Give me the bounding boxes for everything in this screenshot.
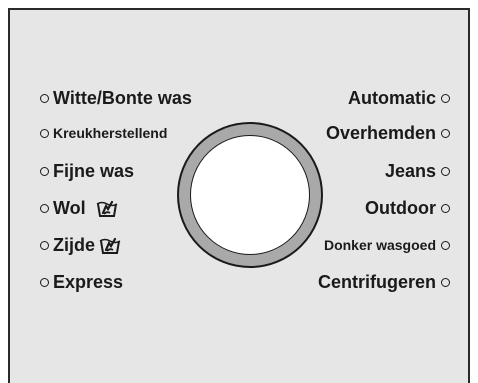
indicator-lamp-icon <box>441 240 450 250</box>
program-label: Kreukherstellend <box>53 125 168 141</box>
indicator-lamp-icon <box>40 277 49 287</box>
indicator-lamp-icon <box>441 203 450 213</box>
program-fijne-was[interactable]: Fijne was <box>40 161 134 181</box>
indicator-lamp-icon <box>40 203 49 213</box>
program-label: Automatic <box>347 88 436 108</box>
program-donker-wasgoed[interactable]: Donker wasgoed <box>324 235 450 255</box>
program-label: Jeans <box>384 161 436 181</box>
program-centrifugeren[interactable]: Centrifugeren <box>318 272 450 292</box>
program-jeans[interactable]: Jeans <box>385 161 450 181</box>
program-zijde[interactable]: Zijde <box>40 235 121 255</box>
control-panel: Witte/Bonte was Kreukherstellend Fijne w… <box>8 8 470 383</box>
program-selector-knob[interactable] <box>177 122 323 268</box>
program-wol[interactable]: Wol <box>40 198 118 218</box>
program-express[interactable]: Express <box>40 272 123 292</box>
program-label: Donker wasgoed <box>323 237 436 253</box>
program-overhemden[interactable]: Overhemden <box>326 123 450 143</box>
control-panel-figure: Witte/Bonte was Kreukherstellend Fijne w… <box>8 8 470 383</box>
program-label: Witte/Bonte was <box>53 88 192 108</box>
program-label: Express <box>53 272 124 292</box>
program-label: Outdoor <box>365 198 436 218</box>
indicator-lamp-icon <box>441 93 450 103</box>
program-outdoor[interactable]: Outdoor <box>365 198 450 218</box>
program-label: Centrifugeren <box>317 272 436 292</box>
handwash-icon <box>96 200 118 217</box>
handwash-icon <box>99 237 121 254</box>
program-witte-bonte-was[interactable]: Witte/Bonte was <box>40 88 192 108</box>
program-kreukherstellend[interactable]: Kreukherstellend <box>40 123 167 143</box>
indicator-lamp-icon <box>441 128 450 138</box>
indicator-lamp-icon <box>441 166 450 176</box>
program-label: Zijde <box>53 235 96 255</box>
program-label: Overhemden <box>325 123 436 143</box>
program-label: Fijne was <box>53 161 135 181</box>
indicator-lamp-icon <box>40 166 49 176</box>
indicator-lamp-icon <box>40 240 49 250</box>
program-label: Wol <box>53 198 86 218</box>
indicator-lamp-icon <box>441 277 450 287</box>
indicator-lamp-icon <box>40 128 49 138</box>
program-automatic[interactable]: Automatic <box>348 88 450 108</box>
knob-face[interactable] <box>190 135 310 255</box>
indicator-lamp-icon <box>40 93 49 103</box>
